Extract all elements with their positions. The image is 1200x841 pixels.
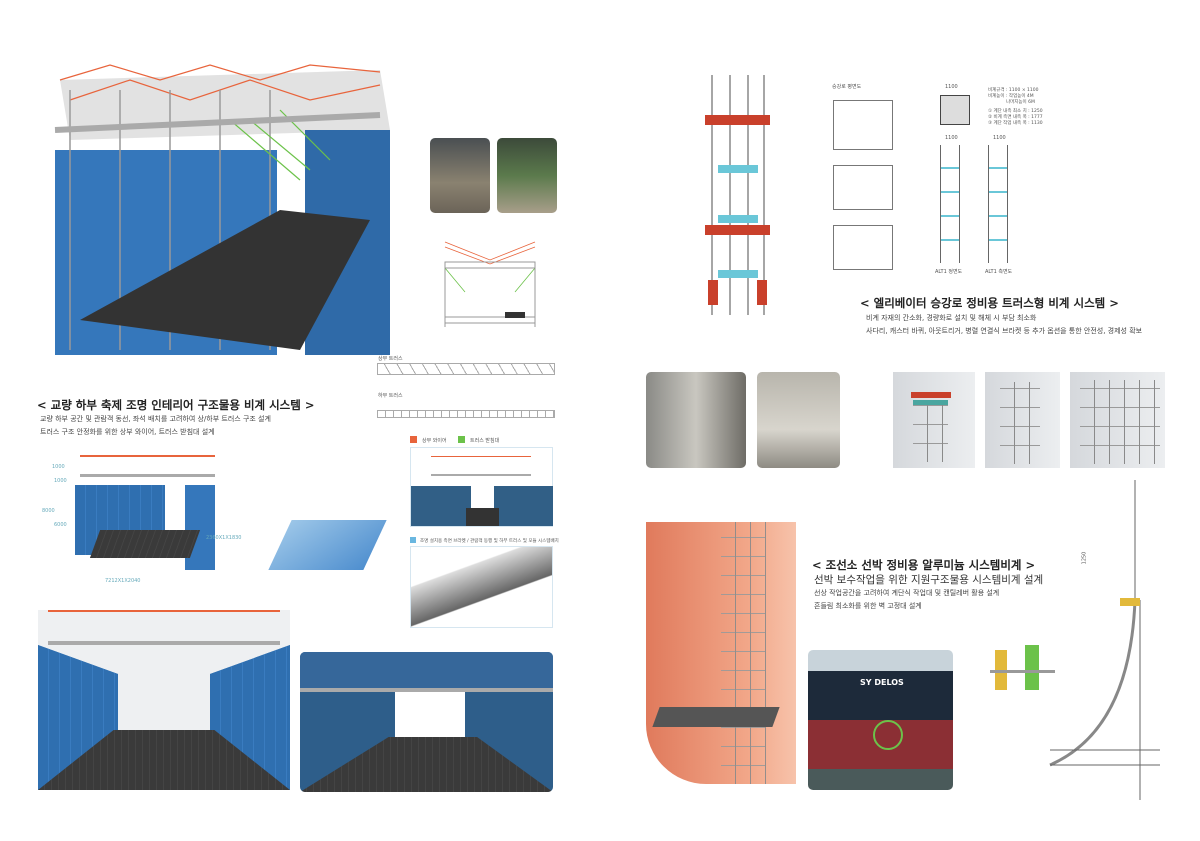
spec-line: 비계높이 : 작업높이 4M	[988, 94, 1034, 99]
wall-bracket-detail	[985, 640, 1060, 702]
ship-photo: SY DELOS	[808, 650, 953, 790]
bridge-desc-2: 트러스 구조 안정화를 위한 상부 와이어, 트러스 받침대 설계	[40, 428, 215, 436]
site-photo-1	[646, 372, 746, 468]
spec-line: ② 비계 측면 내측 폭 : 1777	[988, 115, 1043, 120]
ship-name: SY DELOS	[860, 678, 904, 687]
spec-line: 비계규격 : 1100 × 1100	[988, 88, 1039, 93]
spec-line: ① 계단 내측 최소 치 : 1250	[988, 109, 1043, 114]
ship-section-title: < 조선소 선박 정비용 알루미늄 시스템비계 >	[812, 558, 1036, 572]
dim-h3: 6000	[54, 522, 67, 528]
site-photo-2	[757, 372, 840, 468]
ship-desc-2: 흔들림 최소화를 위한 벽 고정대 설계	[814, 602, 922, 610]
legend: 상부 와이어 트러스 받침대	[410, 436, 555, 446]
hoistway-plan-title: 승강로 평면도	[832, 84, 862, 90]
dim-total: 8000	[42, 508, 55, 514]
ship-desc-1: 선상 작업공간을 고려하여 계단식 작업대 및 캔틸레버 활용 설계	[814, 589, 1000, 597]
bracket-detail-render	[410, 546, 553, 628]
side-bracket-caption: 조명 설치용 측면 브라켓 / 관람객 동행 및 하부 트러스 및 모듈 시스템…	[420, 539, 559, 544]
side-view-label: ALT1 측면도	[985, 269, 1013, 275]
scaffold-render-3	[1070, 372, 1165, 468]
elevator-desc-1: 비계 자재의 간소화, 경량화로 설치 및 해체 시 부담 최소화	[866, 314, 1037, 322]
top-view-render	[268, 515, 387, 575]
front-section-render	[410, 447, 553, 527]
dim-label-2: 1100	[945, 135, 958, 141]
spec-line: 나머지높이 6M	[1006, 100, 1035, 105]
lower-truss-label: 하부 트러스	[378, 393, 403, 399]
dim-label-3: 1100	[993, 135, 1006, 141]
dim-h2: 1000	[54, 478, 67, 484]
scaffold-render-1	[893, 372, 975, 468]
truss-elevation-drawing	[420, 232, 555, 332]
ship-subtitle: 선박 보수작업을 위한 지원구조물용 시스템비계 설계	[814, 574, 1044, 586]
bridge-section-title: < 교량 하부 축제 조명 인테리어 구조물용 비계 시스템 >	[37, 398, 315, 412]
scaffold-render-2	[985, 372, 1060, 468]
lower-truss-drawing	[377, 410, 555, 418]
bridge-photo-1	[430, 138, 490, 213]
elevator-desc-2: 사다리, 캐스터 바퀴, 아웃트리거, 병렬 연결식 브라켓 등 추가 옵션을 …	[866, 327, 1143, 335]
front-elevation-drawing	[940, 145, 960, 263]
bridge-photo-2	[497, 138, 557, 213]
upper-truss-label: 상부 트러스	[378, 356, 403, 362]
legend-wire-label: 상부 와이어	[422, 438, 447, 444]
dim-width: 7212X1X2040	[105, 578, 141, 584]
legend-swatch-wire	[410, 436, 417, 443]
legend-support-label: 트러스 받침대	[470, 438, 500, 444]
hoistway-plan-drawings	[828, 95, 898, 275]
spec-line: ③ 계단 작업 내측 폭 : 1130	[988, 121, 1043, 126]
ship-hull-render	[646, 522, 796, 784]
scaffold-plan-drawing	[940, 95, 970, 125]
side-elevation-drawing	[988, 145, 1008, 263]
legend-swatch-support	[458, 436, 465, 443]
hull-section-drawing	[1040, 480, 1165, 800]
front-view-label: ALT1 정면도	[935, 269, 963, 275]
interior-render-2	[300, 652, 553, 792]
spec-list: 비계규격 : 1100 × 1100 비계높이 : 작업높이 4M 나머지높이 …	[988, 88, 1043, 127]
elevator-truss-tower	[700, 75, 775, 315]
interior-render-1	[38, 610, 290, 790]
main-festival-render	[50, 60, 400, 355]
dim-label-1: 1100	[945, 84, 958, 90]
bridge-desc-1: 교량 하부 공간 및 관람객 동선, 좌석 배치를 고려하여 상/하부 트러스 …	[40, 415, 271, 423]
dim-depth: 2360X1X1830	[206, 535, 242, 541]
dimensioned-render: 1000 1000 8000 6000 2360X1X1830 7212X1X2…	[40, 450, 241, 590]
upper-truss-drawing	[377, 363, 555, 375]
dim-h1: 1000	[52, 464, 65, 470]
elevator-section-title: < 엘리베이터 승강로 정비용 트러스형 비계 시스템 >	[860, 296, 1119, 310]
caption-marker	[410, 537, 416, 543]
